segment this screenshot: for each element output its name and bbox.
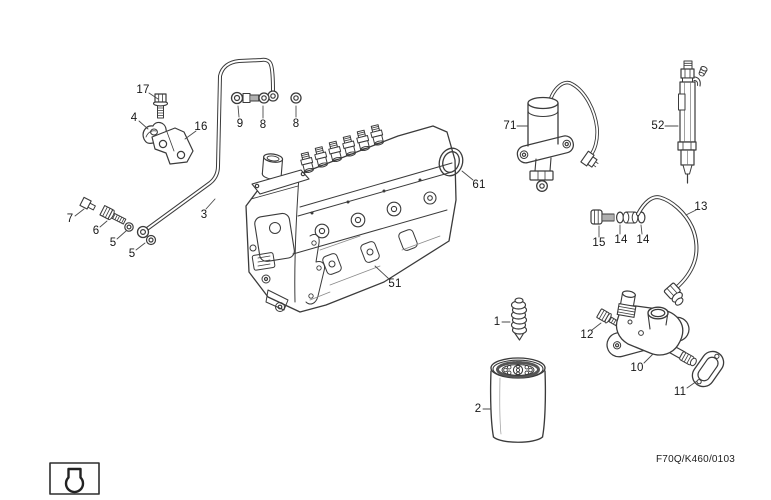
part-61-o-ring: [438, 147, 464, 177]
part-7-bolt: [79, 196, 96, 211]
part-10-lift-pump: [606, 290, 697, 367]
part-51-injection-pump: [245, 124, 457, 313]
part-13-pipe: [636, 195, 699, 306]
part-11-gasket: [691, 350, 725, 388]
part-5-washer-a: [124, 222, 134, 232]
orientation-legend-box: [49, 462, 100, 495]
part-14-washer-a: [615, 211, 624, 224]
part-15-banjo-bolt: [590, 209, 615, 225]
leader-lines: [74, 92, 698, 410]
part-8-washer-b: [290, 92, 302, 104]
pipe-13-union: [622, 211, 639, 224]
part-71-stop-solenoid: [516, 80, 599, 192]
part-5-washer-b: [145, 234, 157, 246]
figure-code: F70Q/K460/0103: [656, 454, 735, 465]
part-8-washer-a: [258, 92, 270, 104]
solenoid-connector: [580, 150, 599, 168]
part-6-bolt: [99, 205, 127, 225]
part-9-banjo-bolt: [230, 91, 260, 105]
part-16-bracket: [151, 127, 194, 165]
part-3-pipe: [136, 57, 279, 239]
view-orientation-bulb-icon: [64, 467, 85, 494]
injector-cap: [698, 65, 708, 77]
part-1-spring: [510, 297, 528, 341]
part-17-bolt: [152, 93, 169, 119]
part-2-fuel-filter: [489, 357, 547, 443]
delivery-valve-holders: [300, 124, 384, 174]
shutoff-knob: [261, 153, 284, 180]
part-52-injector: [677, 60, 708, 184]
primer-plunger: [616, 290, 637, 318]
